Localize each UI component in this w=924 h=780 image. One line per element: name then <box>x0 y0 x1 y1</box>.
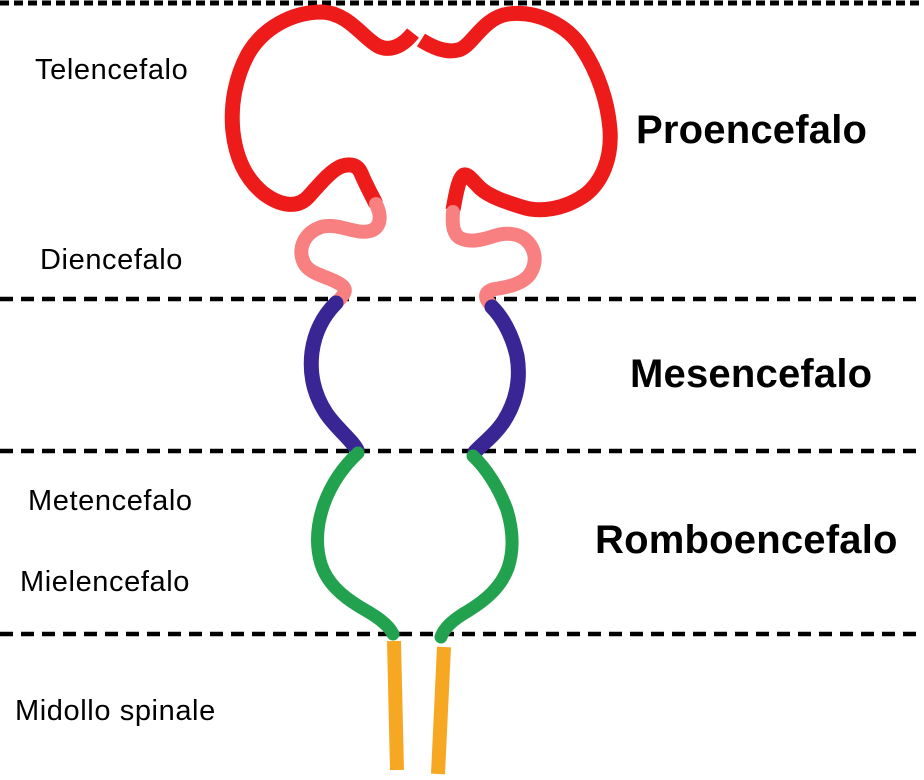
label-metencefalo: Metencefalo <box>28 485 193 517</box>
telencefalo-outline-right <box>416 5 618 218</box>
diencefalo-outline-left <box>294 197 387 308</box>
label-diencefalo: Diencefalo <box>40 244 184 276</box>
mesencefalo-outline-right <box>467 299 526 460</box>
midollo-spinale-line-left <box>387 640 404 771</box>
label-telencefalo: Telencefalo <box>35 54 189 86</box>
label-proencefalo: Proencefalo <box>636 108 868 152</box>
mesencefalo-outline-left <box>303 295 365 458</box>
diencefalo-outline-right <box>445 205 542 312</box>
romboencefalo-outline-right <box>434 449 519 644</box>
midollo-spinale-line-right <box>431 646 451 775</box>
label-midollo-spinale: Midollo spinale <box>15 695 216 727</box>
label-romboencefalo: Romboencefalo <box>595 518 898 562</box>
romboencefalo-outline-left <box>310 446 400 641</box>
telencefalo-outline-left <box>224 4 419 212</box>
label-mielencefalo: Mielencefalo <box>20 566 191 598</box>
label-mesencefalo: Mesencefalo <box>630 352 873 396</box>
